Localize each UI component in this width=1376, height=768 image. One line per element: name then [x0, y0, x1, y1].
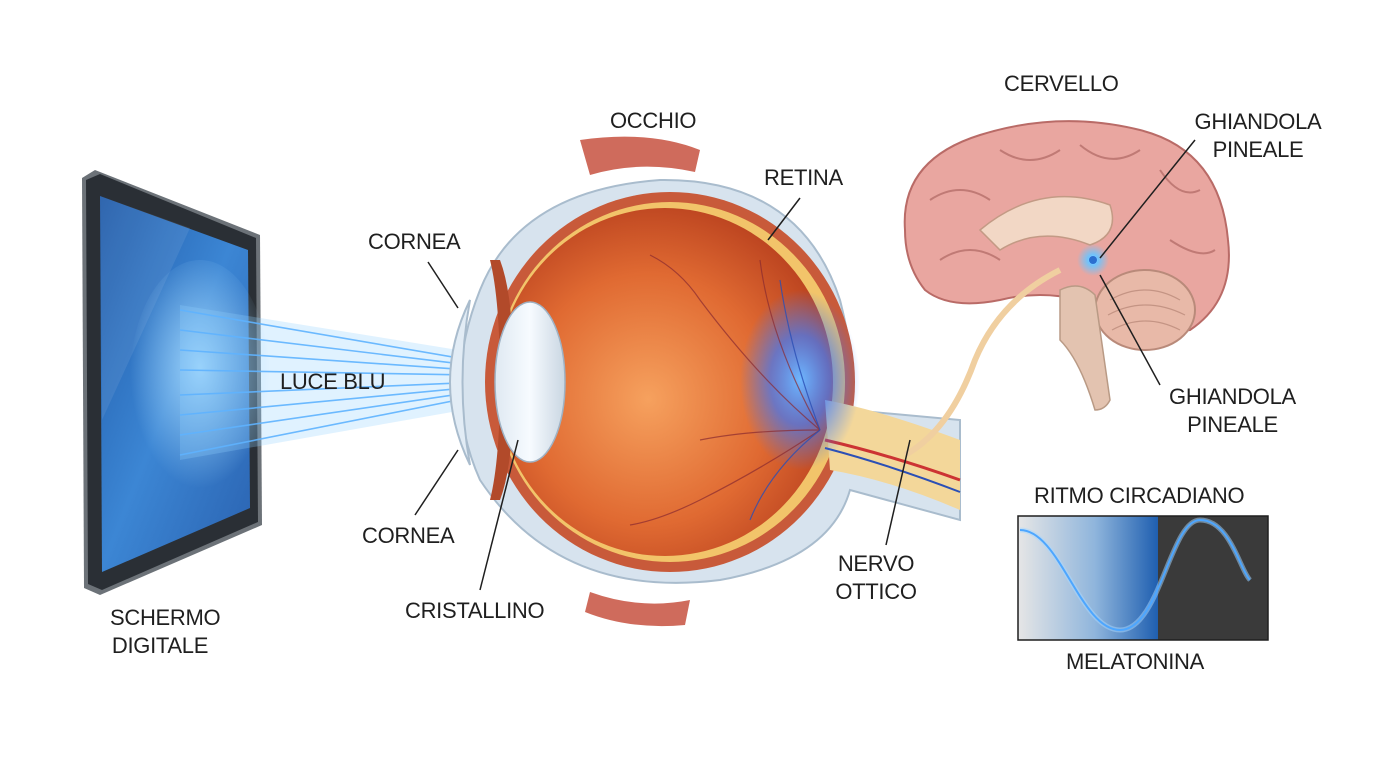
optic-nerve-label-line2: OTTICO: [826, 578, 926, 606]
pineal-label-bottom: GHIANDOLA PINEALE: [1160, 383, 1305, 439]
brain-label: CERVELLO: [1004, 70, 1119, 98]
pineal-label-bottom-line2: PINEALE: [1160, 411, 1305, 439]
eye-label: OCCHIO: [610, 107, 696, 135]
cerebellum: [1095, 270, 1195, 350]
pineal-label-bottom-line1: GHIANDOLA: [1160, 383, 1305, 411]
cornea-label-top: CORNEA: [368, 228, 460, 256]
retina-label: RETINA: [764, 164, 843, 192]
pineal-label-top-line1: GHIANDOLA: [1188, 108, 1328, 136]
pineal-label-top: GHIANDOLA PINEALE: [1188, 108, 1328, 164]
pineal-label-top-line2: PINEALE: [1188, 136, 1328, 164]
screen-label: SCHERMO DIGITALE: [110, 604, 210, 660]
lens-label: CRISTALLINO: [405, 597, 544, 625]
eye-muscle-top: [580, 137, 700, 175]
screen-label-line1: SCHERMO: [110, 604, 210, 632]
lens: [495, 302, 565, 462]
cornea-label-bottom: CORNEA: [362, 522, 454, 550]
eye-muscle-bottom: [585, 592, 690, 626]
optic-nerve-label-line1: NERVO: [826, 550, 926, 578]
circadian-rhythm-panel: [1018, 516, 1268, 640]
blue-light-label: LUCE BLU: [280, 368, 385, 396]
screen-label-line2: DIGITALE: [110, 632, 210, 660]
optic-nerve-label: NERVO OTTICO: [826, 550, 926, 606]
circadian-rhythm-title: RITMO CIRCADIANO: [1034, 482, 1244, 510]
melatonin-label: MELATONINA: [1066, 648, 1204, 676]
